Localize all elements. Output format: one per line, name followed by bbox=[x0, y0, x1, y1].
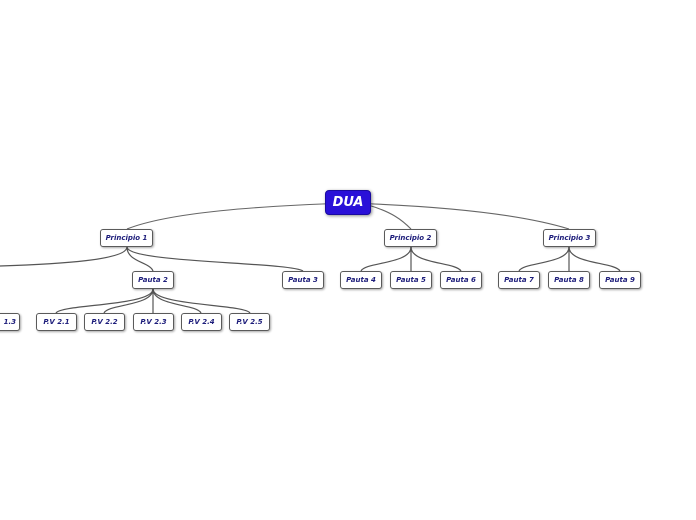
link-pauta-2-pv-2-2 bbox=[103, 288, 154, 314]
link-principio-2-pauta-6 bbox=[410, 246, 462, 272]
link-root-principio-2 bbox=[367, 204, 412, 230]
sub-node-pv-2-3[interactable]: P.V 2.3 bbox=[133, 313, 174, 331]
principle-node-3[interactable]: Principio 3 bbox=[543, 229, 596, 247]
root-node[interactable]: DUA bbox=[325, 190, 371, 215]
link-principio-3-pauta-7 bbox=[518, 246, 570, 272]
pauta-node-5[interactable]: Pauta 5 bbox=[390, 271, 432, 289]
sub-node-1-3[interactable]: 1.3 bbox=[0, 313, 20, 331]
link-principio-2-pauta-4 bbox=[360, 246, 412, 272]
pauta-node-3[interactable]: Pauta 3 bbox=[282, 271, 324, 289]
link-root-principio-3 bbox=[347, 202, 570, 230]
pauta-node-4[interactable]: Pauta 4 bbox=[340, 271, 382, 289]
pauta-node-6[interactable]: Pauta 6 bbox=[440, 271, 482, 289]
link-principio-1-pauta-3 bbox=[126, 246, 304, 272]
link-pauta-2-pv-2-4 bbox=[152, 288, 202, 314]
link-principio-1-pauta-2 bbox=[126, 246, 154, 272]
pauta-node-8[interactable]: Pauta 8 bbox=[548, 271, 590, 289]
sub-node-pv-2-4[interactable]: P.V 2.4 bbox=[181, 313, 222, 331]
principle-node-2[interactable]: Principio 2 bbox=[384, 229, 437, 247]
link-pauta-2-pv-2-5 bbox=[152, 288, 251, 314]
pauta-node-2[interactable]: Pauta 2 bbox=[132, 271, 174, 289]
principle-node-1[interactable]: Principio 1 bbox=[100, 229, 153, 247]
pauta-node-9[interactable]: Pauta 9 bbox=[599, 271, 641, 289]
sub-node-pv-2-1[interactable]: P.V 2.1 bbox=[36, 313, 77, 331]
pauta-node-7[interactable]: Pauta 7 bbox=[498, 271, 540, 289]
link-root-principio-1 bbox=[126, 202, 349, 230]
link-principio-1-left bbox=[0, 246, 128, 267]
sub-node-pv-2-2[interactable]: P.V 2.2 bbox=[84, 313, 125, 331]
link-principio-3-pauta-9 bbox=[568, 246, 621, 272]
sub-node-pv-2-5[interactable]: P.V 2.5 bbox=[229, 313, 270, 331]
link-pauta-2-pv-2-1 bbox=[55, 288, 154, 314]
